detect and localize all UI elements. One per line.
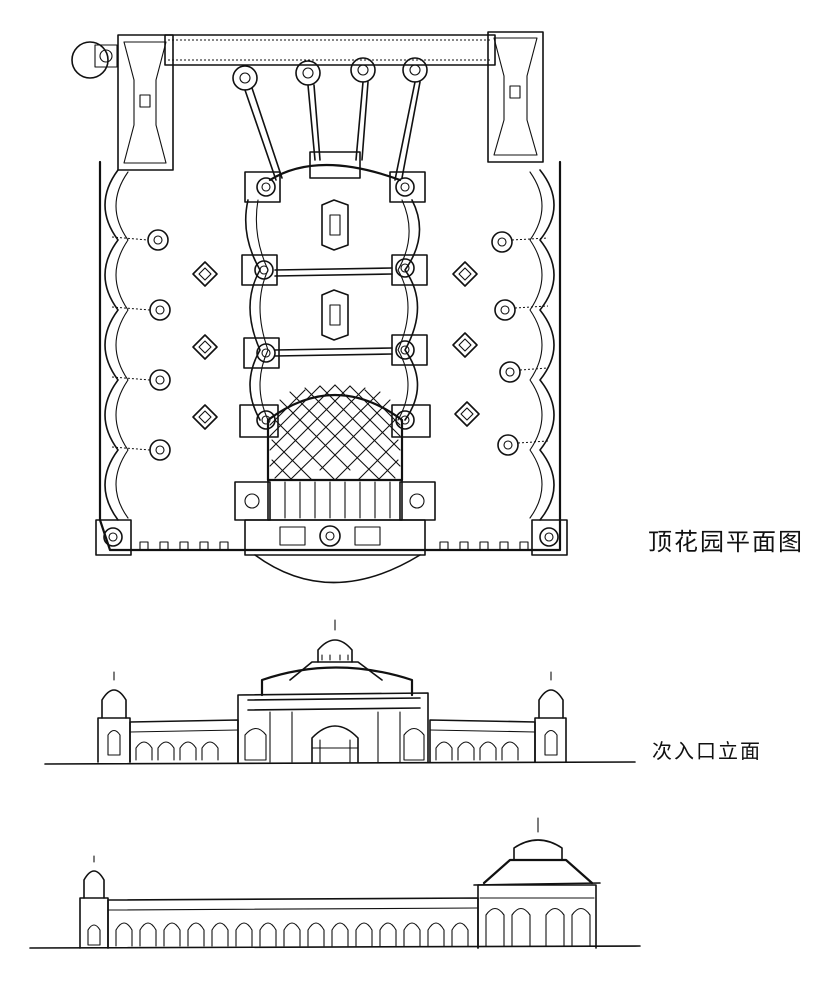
top-planters bbox=[232, 57, 428, 181]
roof-garden-plan bbox=[71, 31, 568, 584]
glass-dome bbox=[266, 384, 404, 482]
plan-title: 顶花园平面图 bbox=[648, 528, 804, 556]
planter-boxes bbox=[239, 171, 431, 438]
side-elevation bbox=[29, 817, 641, 949]
side-planters bbox=[111, 229, 549, 461]
elevation-title: 次入口立面 bbox=[652, 739, 762, 763]
diamond-ornaments bbox=[192, 261, 480, 430]
secondary-entrance-elevation bbox=[44, 619, 636, 765]
entrance-block bbox=[234, 479, 436, 584]
